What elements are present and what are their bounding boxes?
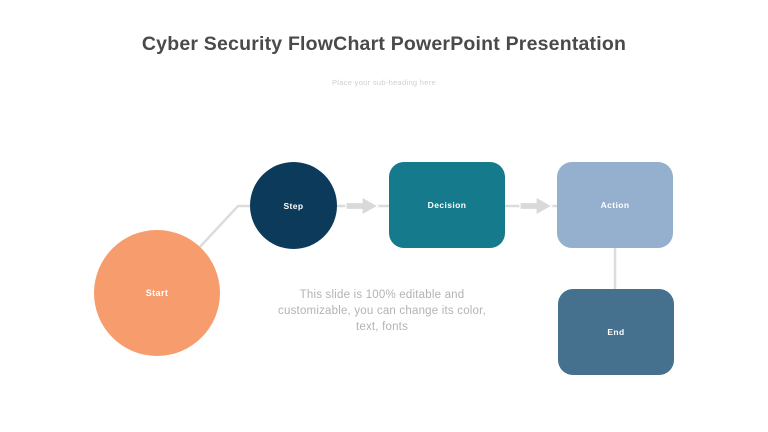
arrow-icon-step-to-decision bbox=[345, 195, 380, 217]
node-label-decision: Decision bbox=[427, 200, 467, 210]
flowchart-node-end: End bbox=[558, 289, 674, 375]
node-label-action: Action bbox=[600, 200, 630, 210]
editable-note-line-2: customizable, you can change its color, bbox=[278, 305, 486, 317]
editable-note-line-3: text, fonts bbox=[355, 321, 409, 333]
node-label-start: Start bbox=[145, 288, 169, 298]
node-label-step: Step bbox=[283, 200, 304, 211]
flowchart-node-start: Start bbox=[94, 230, 220, 356]
flowchart-node-decision: Decision bbox=[389, 162, 505, 248]
flowchart-node-action: Action bbox=[557, 162, 673, 248]
editable-note-line-1: This slide is 100% editable and bbox=[299, 289, 465, 301]
slide-subtitle-placeholder: Place your sub-heading here bbox=[332, 78, 436, 87]
node-label-end: End bbox=[607, 327, 625, 337]
arrow-icon-decision-to-action bbox=[519, 195, 554, 217]
editable-note-text: This slide is 100% editable and customiz… bbox=[242, 287, 522, 335]
slide-title: Cyber Security FlowChart PowerPoint Pres… bbox=[141, 33, 627, 55]
flowchart-node-step: Step bbox=[250, 162, 337, 249]
